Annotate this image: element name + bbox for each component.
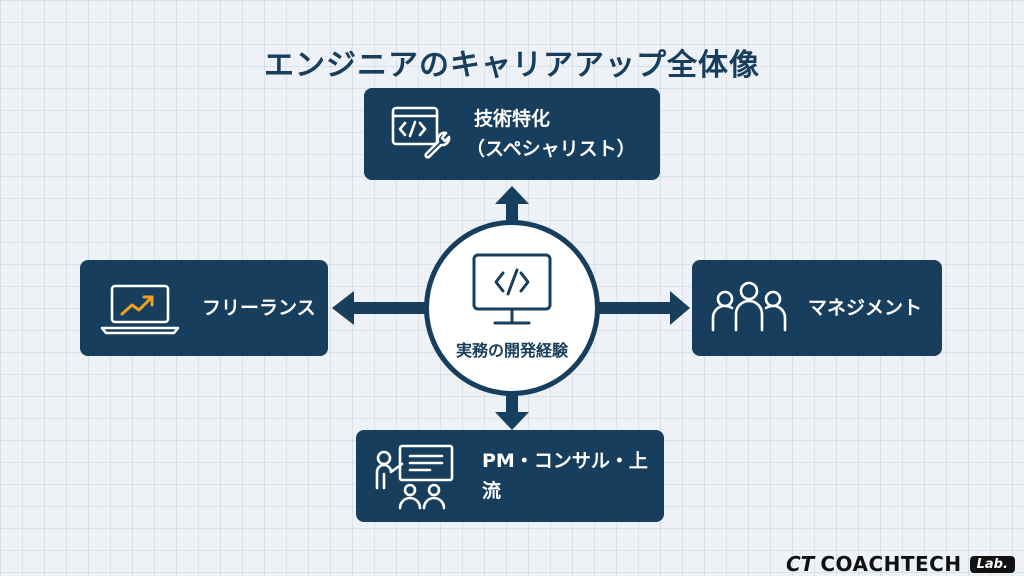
node-pm-consulting: PM・コンサル・上流 xyxy=(356,430,664,522)
arrow-left xyxy=(352,302,426,314)
node-specialist-label-line2: （スペシャリスト） xyxy=(466,138,636,160)
arrow-up-head xyxy=(495,186,529,204)
arrow-left-head xyxy=(332,291,354,325)
node-specialist-label-line1: 技術特化 xyxy=(474,108,551,130)
arrow-right-head xyxy=(670,291,690,325)
node-management: マネジメント xyxy=(692,260,942,356)
node-specialist: 技術特化 （スペシャリスト） xyxy=(364,88,660,180)
node-freelance-label: フリーランス xyxy=(202,297,316,319)
presentation-board-icon xyxy=(375,444,454,510)
arrow-down xyxy=(506,394,518,414)
logo-text: COACHTECH xyxy=(820,552,962,576)
code-window-wrench-icon xyxy=(391,106,451,159)
brand-logo: CT COACHTECH Lab. xyxy=(786,552,1015,576)
center-label: 実務の開発経験 xyxy=(455,341,568,360)
node-pm-consulting-label: PM・コンサル・上流 xyxy=(482,450,648,502)
arrow-right xyxy=(598,302,672,314)
logo-badge: Lab. xyxy=(969,555,1015,573)
laptop-growth-icon xyxy=(100,284,180,335)
team-people-icon xyxy=(711,281,787,332)
node-freelance: フリーランス xyxy=(80,260,328,356)
center-node: 実務の開発経験 xyxy=(424,220,600,396)
arrow-up xyxy=(506,202,518,222)
node-management-label: マネジメント xyxy=(808,297,923,319)
arrow-down-head xyxy=(495,412,529,430)
logo-mark: CT xyxy=(786,552,815,576)
page-title: エンジニアのキャリアアップ全体像 xyxy=(264,48,760,83)
monitor-code-icon xyxy=(472,253,552,325)
